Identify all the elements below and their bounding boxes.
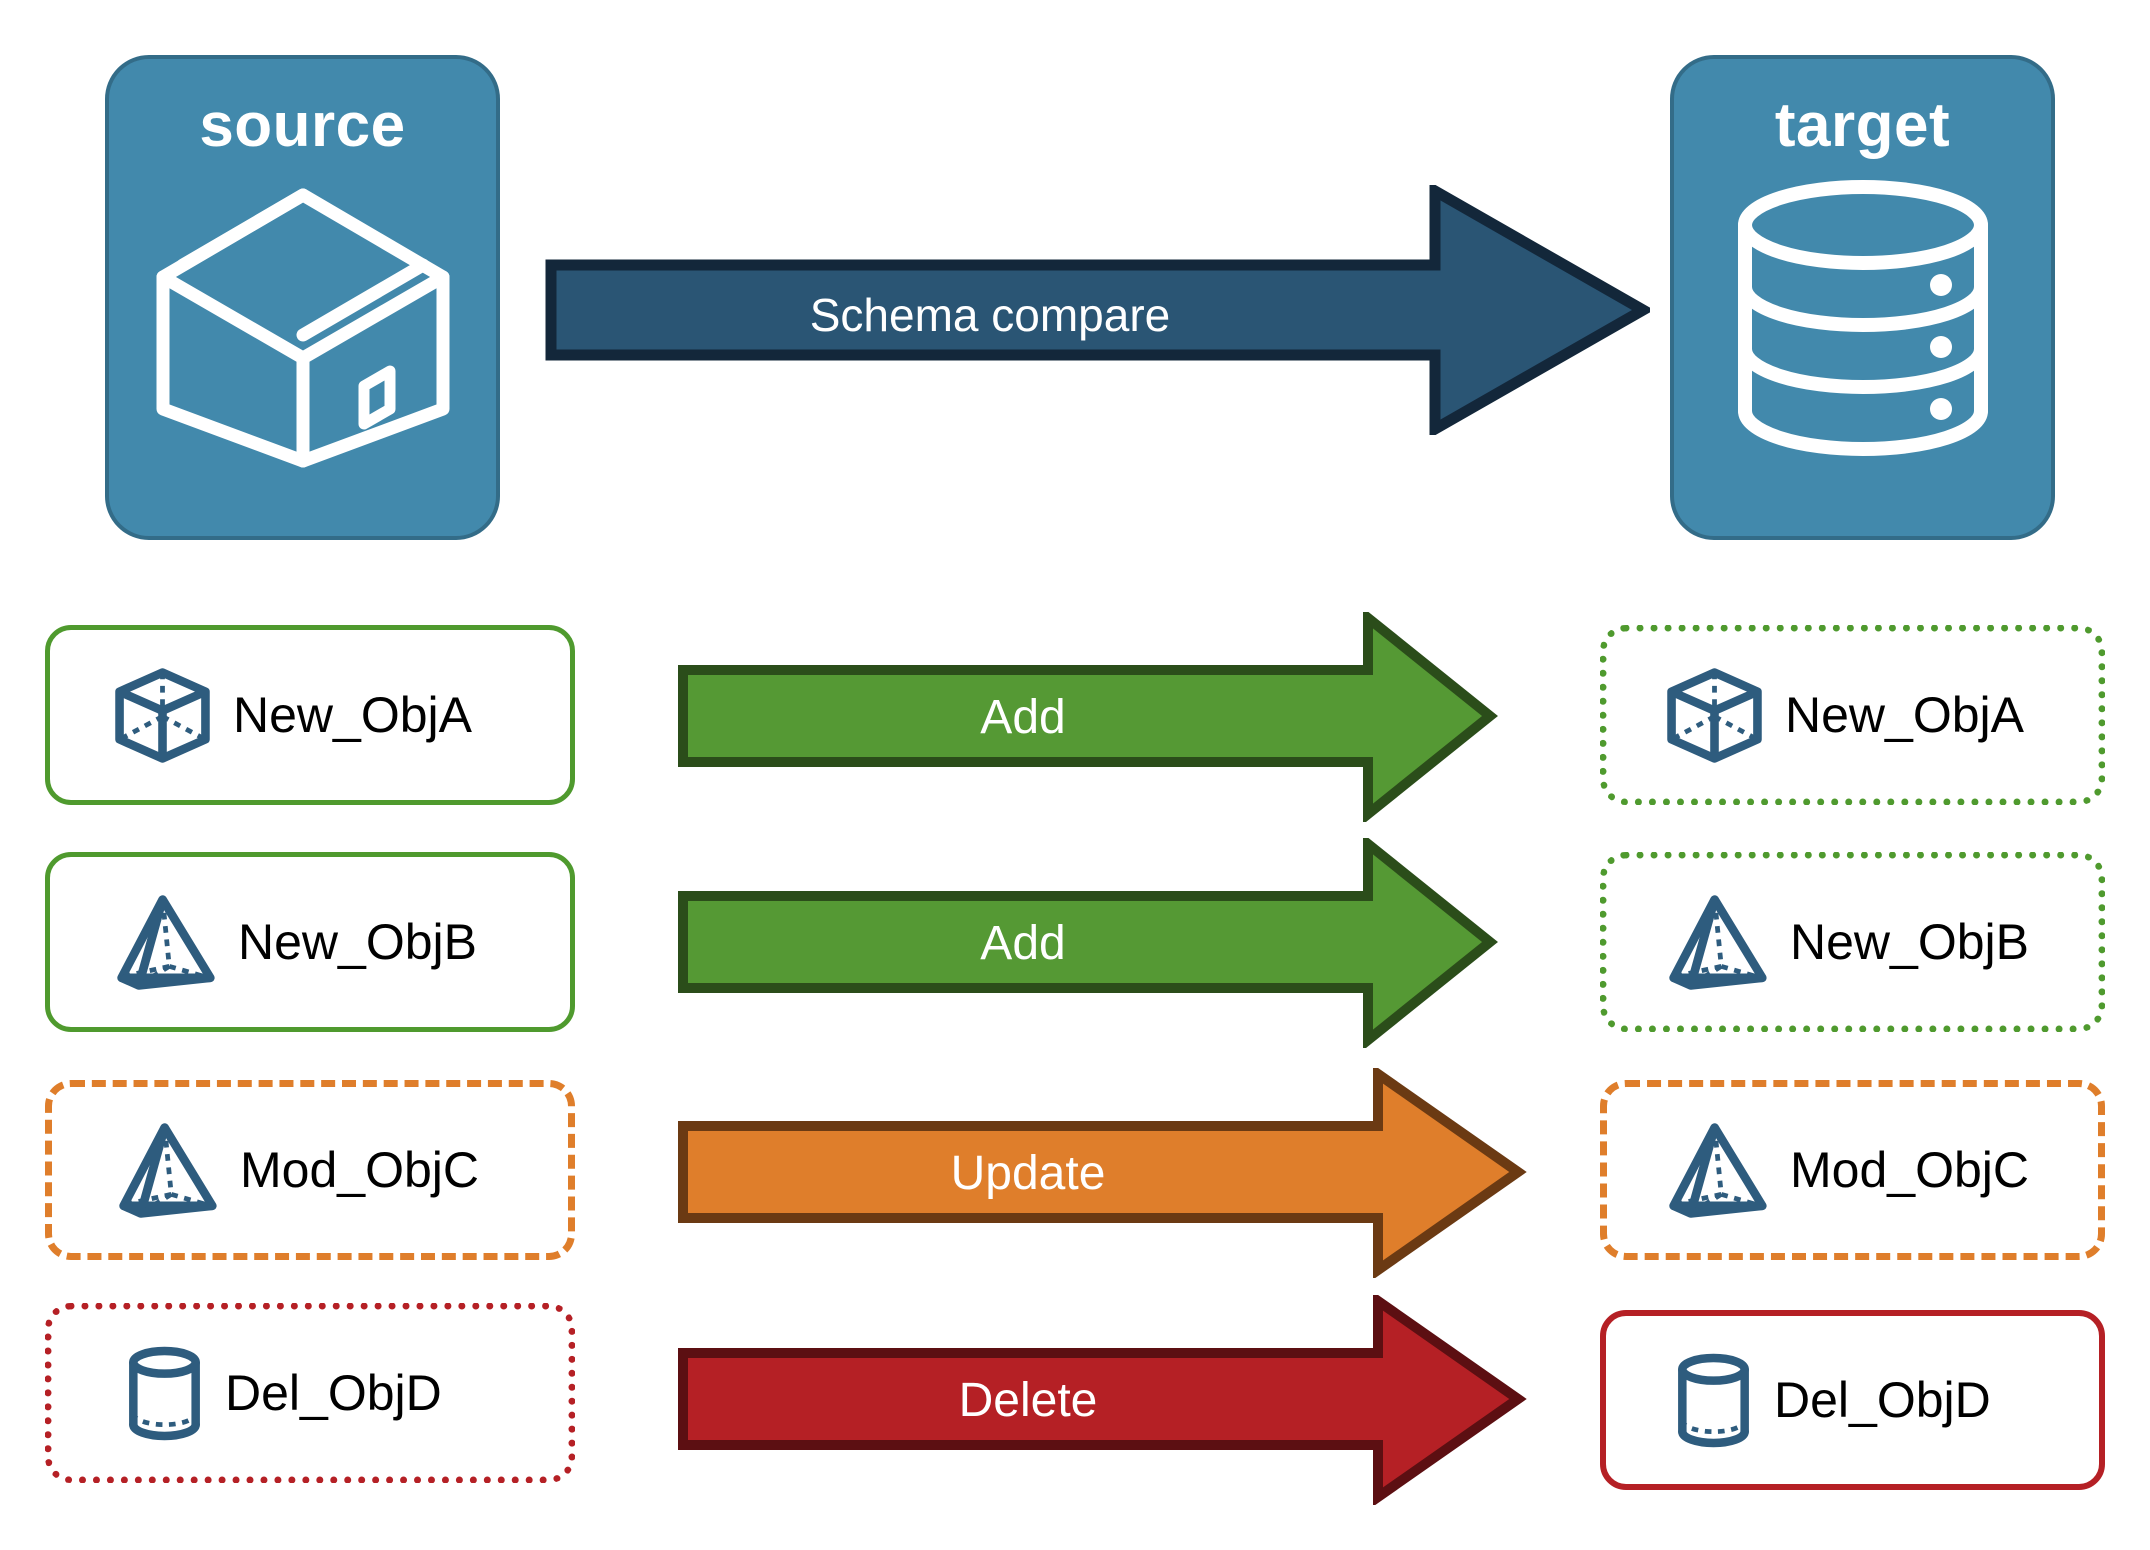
- wireframe-cube-icon: [110, 663, 215, 768]
- wireframe-pyramid-icon: [1662, 1118, 1772, 1223]
- source-object-label: New_ObjA: [233, 687, 472, 743]
- add-arrow-row-1: [678, 607, 1498, 827]
- target-object-label: Del_ObjD: [1774, 1372, 1991, 1428]
- source-object-box-new-obja[interactable]: New_ObjA: [45, 625, 575, 805]
- source-object-box-mod-objc[interactable]: Mod_ObjC: [45, 1080, 575, 1260]
- target-object-box-del-objd[interactable]: Del_ObjD: [1600, 1310, 2105, 1490]
- source-panel: source: [105, 55, 500, 540]
- target-panel-title: target: [1774, 91, 1951, 160]
- target-object-box-new-objb[interactable]: New_ObjB: [1600, 852, 2105, 1032]
- target-object-label: New_ObjA: [1785, 687, 2024, 743]
- target-panel: target: [1670, 55, 2055, 540]
- source-panel-title: source: [199, 91, 406, 160]
- source-object-box-del-objd[interactable]: Del_ObjD: [45, 1303, 575, 1483]
- schema-compare-label: Schema compare: [809, 289, 1171, 341]
- source-object-label: Mod_ObjC: [240, 1142, 479, 1198]
- wireframe-cylinder-icon: [1671, 1348, 1756, 1453]
- delete-arrow-row-4: [678, 1291, 1528, 1510]
- target-object-box-mod-objc[interactable]: Mod_ObjC: [1600, 1080, 2105, 1260]
- schema-compare-arrow: [545, 181, 1655, 440]
- wireframe-cube-icon: [1662, 663, 1767, 768]
- target-object-label: New_ObjB: [1790, 914, 2029, 970]
- source-object-label: New_ObjB: [238, 914, 477, 970]
- update-arrow-row-3: [678, 1064, 1528, 1283]
- wireframe-cylinder-icon: [122, 1341, 207, 1446]
- add-arrow-row-2: [678, 833, 1498, 1053]
- wireframe-pyramid-icon: [1662, 890, 1772, 995]
- wireframe-pyramid-icon: [110, 890, 220, 995]
- source-object-box-new-objb[interactable]: New_ObjB: [45, 852, 575, 1032]
- source-object-label: Del_ObjD: [225, 1365, 442, 1421]
- target-object-box-new-obja[interactable]: New_ObjA: [1600, 625, 2105, 805]
- package-box-icon: [138, 173, 468, 488]
- target-object-label: Mod_ObjC: [1790, 1142, 2029, 1198]
- wireframe-pyramid-icon: [112, 1118, 222, 1223]
- database-cylinder-icon: [1728, 173, 1998, 468]
